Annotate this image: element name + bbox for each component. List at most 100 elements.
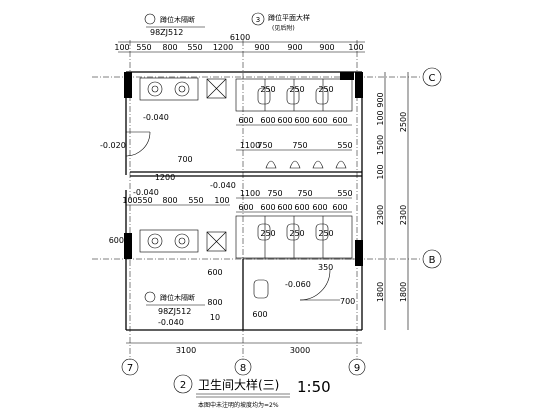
svg-text:1100: 1100: [240, 141, 260, 150]
svg-text:550: 550: [337, 141, 352, 150]
svg-text:100: 100: [114, 43, 129, 52]
svg-text:1800: 1800: [399, 282, 408, 302]
svg-text:800: 800: [207, 298, 222, 307]
upper-door: -0.020 -0.040 -0.040 1200 700: [100, 113, 236, 190]
svg-text:100: 100: [376, 164, 385, 179]
svg-text:250: 250: [289, 85, 304, 94]
svg-text:600: 600: [277, 116, 292, 125]
callout-bottom-left: 蹲位木隔断 98ZJ512 -0.040: [144, 291, 205, 327]
svg-text:600: 600: [260, 116, 275, 125]
svg-text:-0.040: -0.040: [133, 188, 159, 197]
svg-text:100: 100: [214, 196, 229, 205]
drawing-title-block: 2 卫生间大样(三) 1:50 本图中未注明的坡度均为=2%: [173, 374, 331, 409]
svg-text:250: 250: [318, 229, 333, 238]
title-number: 2: [180, 380, 186, 391]
svg-text:550: 550: [136, 43, 151, 52]
svg-text:900: 900: [254, 43, 269, 52]
svg-text:1200: 1200: [213, 43, 233, 52]
svg-text:750: 750: [292, 141, 307, 150]
svg-text:750: 750: [257, 141, 272, 150]
svg-text:250: 250: [318, 85, 333, 94]
svg-text:800: 800: [162, 196, 177, 205]
svg-text:600: 600: [260, 203, 275, 212]
svg-text:-0.060: -0.060: [285, 280, 311, 289]
svg-text:3000: 3000: [290, 346, 310, 355]
svg-text:600: 600: [277, 203, 292, 212]
callout-top-right: 3 蹲位平面大样 (见后附): [251, 12, 310, 32]
upper-wash-area: [139, 77, 227, 101]
svg-text:10: 10: [210, 313, 220, 322]
svg-text:250: 250: [260, 229, 275, 238]
bottom-dimension-chain: 3100 3000: [126, 342, 362, 355]
urinal-row: 1100 750 750 550: [236, 141, 353, 169]
svg-text:蹲位木隔断: 蹲位木隔断: [160, 15, 195, 24]
svg-text:蹲位木隔断: 蹲位木隔断: [160, 293, 195, 302]
svg-text:2500: 2500: [399, 112, 408, 132]
svg-text:700: 700: [177, 155, 192, 164]
svg-text:600: 600: [252, 310, 267, 319]
axis-bubble-8: 8: [234, 358, 252, 376]
svg-text:-0.040: -0.040: [158, 318, 184, 327]
svg-text:550: 550: [337, 189, 352, 198]
svg-text:600: 600: [207, 268, 222, 277]
outer-walls: [124, 71, 363, 331]
axis-bubble-b: B: [422, 249, 442, 269]
svg-text:800: 800: [162, 43, 177, 52]
svg-text:600: 600: [312, 203, 327, 212]
svg-text:8: 8: [240, 363, 246, 374]
svg-text:(见后附): (见后附): [272, 24, 295, 32]
svg-text:550: 550: [137, 196, 152, 205]
svg-text:100: 100: [348, 43, 363, 52]
svg-text:250: 250: [289, 229, 304, 238]
svg-text:1500: 1500: [376, 135, 385, 155]
svg-text:750: 750: [297, 189, 312, 198]
right-dimension-chain: 900 100 1500 100 2300 1800 2500 2300 180…: [376, 72, 409, 330]
svg-text:1200: 1200: [155, 173, 175, 182]
svg-text:100: 100: [122, 196, 137, 205]
svg-text:-0.040: -0.040: [143, 113, 169, 122]
svg-text:250: 250: [260, 85, 275, 94]
svg-text:98ZJ512: 98ZJ512: [158, 307, 191, 316]
lower-wash-area: 600 600 -0.040: [109, 188, 227, 277]
svg-text:B: B: [429, 255, 436, 266]
svg-text:100: 100: [376, 110, 385, 125]
svg-text:750: 750: [267, 189, 282, 198]
svg-text:900: 900: [287, 43, 302, 52]
svg-text:蹲位平面大样: 蹲位平面大样: [268, 13, 310, 22]
svg-text:600: 600: [238, 116, 253, 125]
svg-text:550: 550: [188, 196, 203, 205]
axis-bubble-9: 9: [348, 358, 366, 376]
svg-text:600: 600: [294, 116, 309, 125]
drawing-title: 卫生间大样(三): [198, 377, 279, 392]
svg-text:700: 700: [340, 297, 355, 306]
drawing-scale: 1:50: [297, 378, 331, 396]
lower-stalls: 1100 750 750 550 600 600 600 600 600 600…: [235, 189, 353, 259]
svg-text:-0.020: -0.020: [100, 141, 126, 150]
drawing-note: 本图中未注明的坡度均为=2%: [198, 401, 279, 409]
svg-text:1100: 1100: [240, 189, 260, 198]
lower-small-room: -0.060 700 600 350 800 10: [207, 258, 362, 330]
svg-text:2300: 2300: [399, 205, 408, 225]
svg-text:2300: 2300: [376, 205, 385, 225]
svg-text:550: 550: [187, 43, 202, 52]
svg-text:600: 600: [238, 203, 253, 212]
svg-text:600: 600: [312, 116, 327, 125]
svg-text:900: 900: [319, 43, 334, 52]
axis-bubble-7: 7: [121, 358, 139, 376]
upper-stalls: 250 250 250 600 600 600 600 600 600: [235, 78, 353, 126]
svg-text:-0.040: -0.040: [210, 181, 236, 190]
svg-text:7: 7: [127, 363, 133, 374]
middle-dimension-chain: 100 550 800 550 100: [122, 196, 230, 206]
svg-text:9: 9: [354, 363, 360, 374]
svg-text:98ZJ512: 98ZJ512: [150, 28, 183, 37]
svg-text:3100: 3100: [176, 346, 196, 355]
top-dimension-chain: 6100 100 550 800 550 1200 900 900 900 10…: [114, 33, 365, 53]
svg-text:6100: 6100: [230, 33, 250, 42]
svg-text:900: 900: [376, 92, 385, 107]
callout-top-left: 蹲位木隔断 98ZJ512: [144, 13, 205, 37]
axis-bubble-c: C: [422, 67, 442, 87]
svg-text:600: 600: [109, 236, 124, 245]
svg-text:600: 600: [332, 203, 347, 212]
